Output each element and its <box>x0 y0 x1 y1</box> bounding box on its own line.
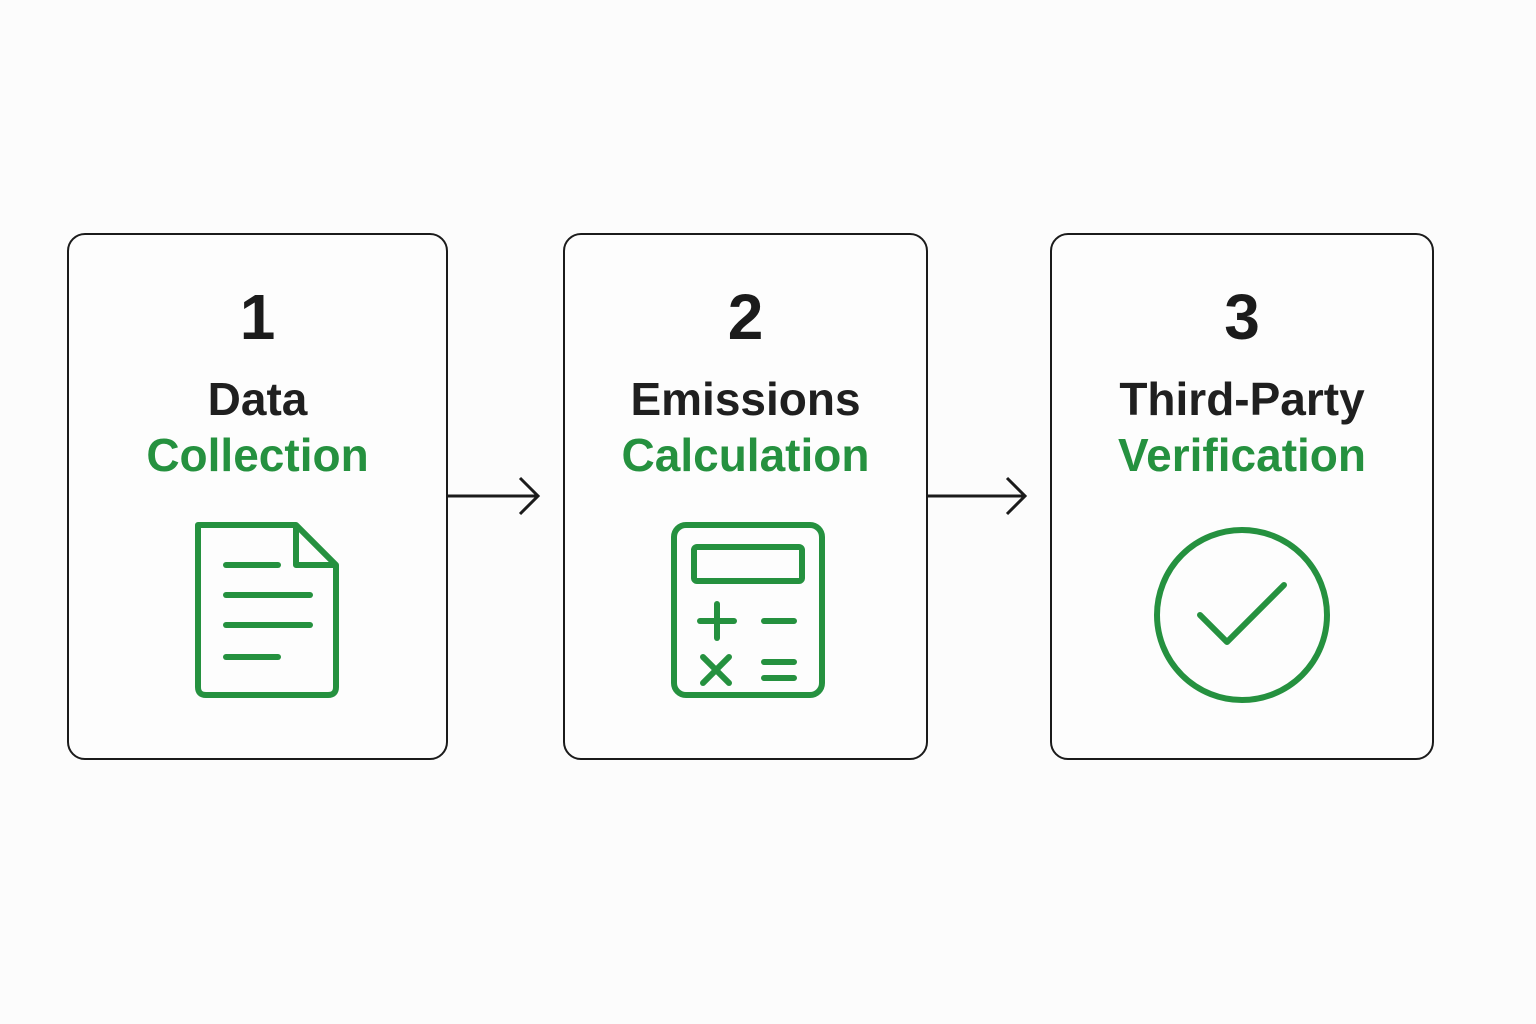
document-icon <box>158 517 358 713</box>
calculator-icon <box>646 517 846 713</box>
step-title-accent: Verification <box>1118 429 1366 481</box>
step-number: 1 <box>239 281 276 353</box>
step-card-data-collection: 1 Data Collection <box>67 233 448 760</box>
step-title-primary: Emissions <box>630 373 861 425</box>
step-title-accent: Collection <box>146 429 369 481</box>
step-title: Data Collection <box>69 371 446 483</box>
step-title: Emissions Calculation <box>565 371 926 483</box>
step-number: 3 <box>1224 281 1260 353</box>
checkmark-circle-icon <box>1142 517 1342 713</box>
arrow-right-icon <box>448 473 563 519</box>
step-title: Third-Party Verification <box>1052 371 1432 483</box>
step-title-accent: Calculation <box>621 429 870 481</box>
arrow-right-icon <box>928 473 1050 519</box>
step-title-primary: Data <box>207 373 308 425</box>
step-card-third-party-verification: 3 Third-Party Verification <box>1050 233 1434 760</box>
step-card-emissions-calculation: 2 Emissions Calculation <box>563 233 928 760</box>
step-title-primary: Third-Party <box>1119 373 1365 425</box>
step-number: 2 <box>727 281 764 353</box>
